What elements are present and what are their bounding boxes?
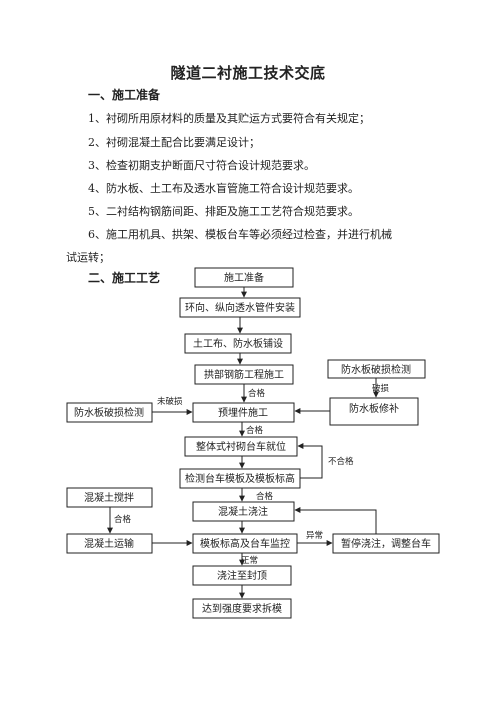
box-demold <box>192 598 292 619</box>
label-normal: 正常 <box>241 555 258 566</box>
label-trolley-position: 整体式衬砌台车就位 <box>196 440 286 453</box>
label-wp-damage-check-right: 防水板破损检测 <box>341 363 411 376</box>
label-embedded: 预埋件施工 <box>218 406 268 419</box>
label-pass-embedded: 合格 <box>246 425 264 436</box>
prep-item-3: 3、检查初期支护断面尺寸符合设计规范要求。 <box>88 159 315 172</box>
prep-item-6-continued: 试运转； <box>66 251 110 264</box>
label-abnormal: 异常 <box>306 530 323 541</box>
label-pause-adjust: 暂停浇注，调整台车 <box>341 537 431 550</box>
label-pass-mix: 合格 <box>114 514 132 525</box>
label-wp-damage-check-left: 防水板破损检测 <box>74 406 144 419</box>
label-geotextile: 土工布、防水板铺设 <box>193 337 283 350</box>
prep-item-4: 4、防水板、土工布及透水盲管施工符合设计规范要求。 <box>88 182 359 195</box>
label-pour-top: 浇注至封顶 <box>217 569 267 582</box>
prep-item-5: 5、二衬结构钢筋间距、排距及施工工艺符合规范要求。 <box>88 205 359 218</box>
prep-item-1: 1、衬砌所用原材料的质量及其贮运方式要符合有关规定； <box>88 112 370 125</box>
box-geotextile <box>184 333 292 354</box>
label-prep: 施工准备 <box>224 271 264 284</box>
section-heading-preparation: 一、施工准备 <box>88 88 161 102</box>
label-concrete-mix: 混凝土搅拌 <box>84 491 134 504</box>
prep-item-6: 6、施工用机具、拱架、模板台车等必须经过检查，并进行机械 <box>88 228 392 241</box>
label-demold: 达到强度要求拆模 <box>202 602 282 615</box>
box-trolley-position <box>184 436 298 457</box>
label-monitor: 模板标高及台车监控 <box>200 537 290 550</box>
label-drain-pipe: 环向、纵向透水管件安装 <box>185 301 295 314</box>
label-check-formwork: 检测台车模板及模板标高 <box>185 472 295 485</box>
section-heading-process: 二、施工工艺 <box>88 271 161 285</box>
label-not-damaged: 未破损 <box>157 396 183 407</box>
label-fail: 不合格 <box>328 456 354 467</box>
box-embedded <box>192 402 295 423</box>
label-concrete-transport: 混凝土运输 <box>84 537 134 550</box>
label-pass-rebar: 合格 <box>248 388 266 399</box>
box-pour <box>192 501 295 522</box>
prep-item-2: 2、衬砌混凝土配合比要满足设计； <box>88 136 260 149</box>
label-rebar: 拱部钢筋工程施工 <box>204 368 284 381</box>
document-title: 隧道二衬施工技术交底 <box>170 64 326 82</box>
label-pass-formwork: 合格 <box>256 491 274 502</box>
label-pour: 混凝土浇注 <box>218 505 268 518</box>
label-wp-repair: 防水板修补 <box>349 402 399 415</box>
label-damaged: 破损 <box>372 383 390 394</box>
box-pause-adjust <box>332 533 440 554</box>
